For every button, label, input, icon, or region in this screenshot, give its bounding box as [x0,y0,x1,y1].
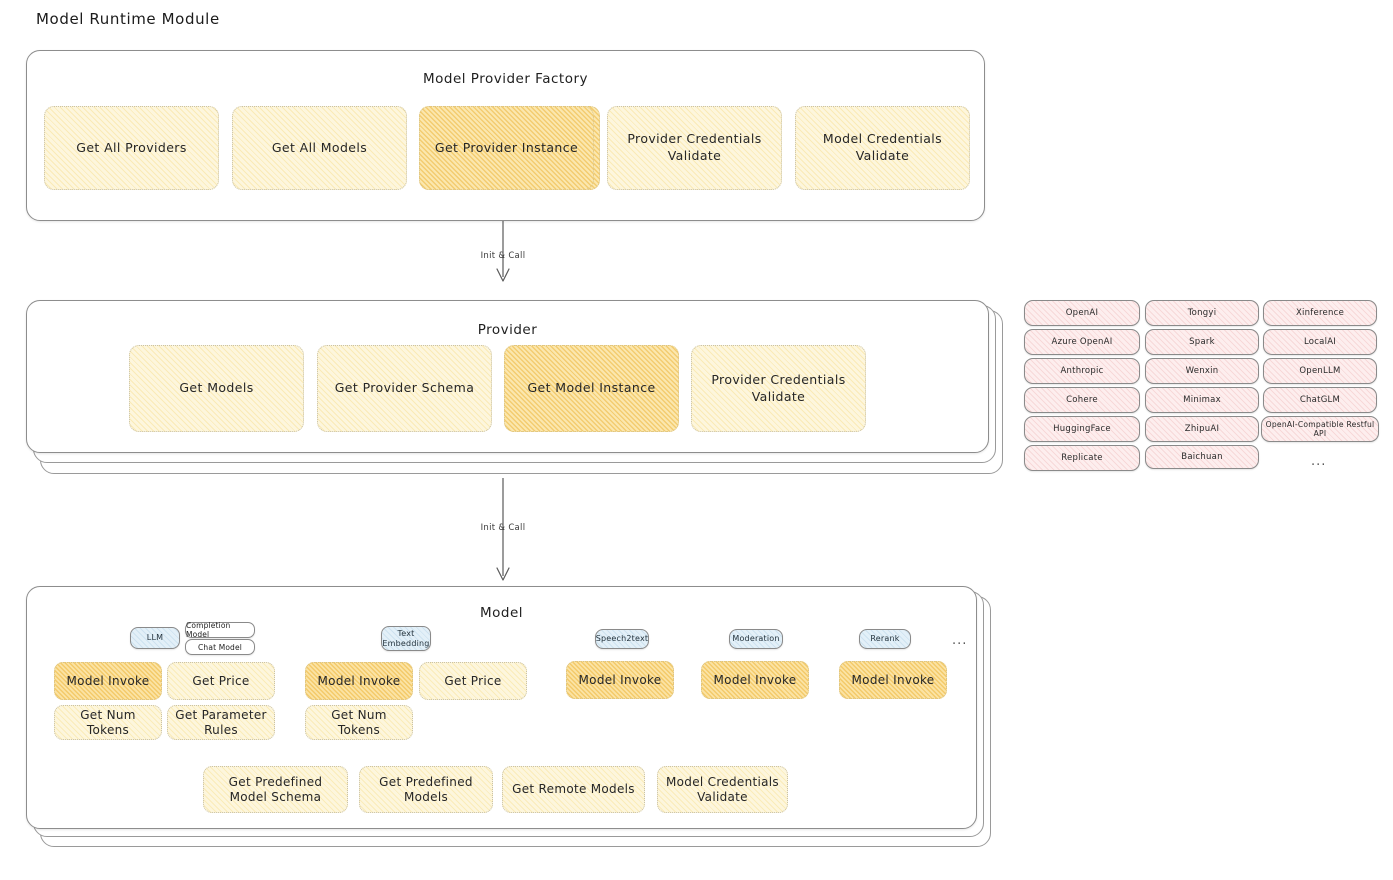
model-method-model-credentials-validate[interactable]: Model Credentials Validate [657,766,788,813]
method-get-models[interactable]: Get Models [129,345,304,432]
card-title-provider: Provider [477,322,538,338]
provider-chip-chatglm[interactable]: ChatGLM [1263,387,1377,413]
model-tag-rerank[interactable]: Rerank [859,629,911,649]
provider-chip-anthropic[interactable]: Anthropic [1024,358,1140,384]
model-method-get-predefined-model-schema[interactable]: Get Predefined Model Schema [203,766,348,813]
connector-arrow-1 [496,221,510,282]
provider-chip-wenxin[interactable]: Wenxin [1145,358,1259,384]
connector-label-1: Init & Call [480,251,526,261]
model-method-llm-get-parameter-rules[interactable]: Get Parameter Rules [167,705,275,740]
provider-chip-cohere[interactable]: Cohere [1024,387,1140,413]
method-model-credentials-validate[interactable]: Model Credentials Validate [795,106,970,190]
method-provider-credentials-validate[interactable]: Provider Credentials Validate [607,106,782,190]
provider-chip-openllm[interactable]: OpenLLM [1263,358,1377,384]
model-tag-llm[interactable]: LLM [130,627,180,649]
method-get-model-instance[interactable]: Get Model Instance [504,345,679,432]
provider-chip-baichuan[interactable]: Baichuan [1145,445,1259,469]
provider-chip-tongyi[interactable]: Tongyi [1145,300,1259,326]
model-method-get-predefined-models[interactable]: Get Predefined Models [359,766,493,813]
model-method-embedding-model-invoke[interactable]: Model Invoke [305,662,413,700]
provider-chip-replicate[interactable]: Replicate [1024,445,1140,471]
provider-chip-minimax[interactable]: Minimax [1145,387,1259,413]
card-title-model-provider-factory: Model Provider Factory [422,71,588,87]
provider-chip-localai[interactable]: LocalAI [1263,329,1377,355]
provider-chip-openai[interactable]: OpenAI [1024,300,1140,326]
method-get-provider-schema[interactable]: Get Provider Schema [317,345,492,432]
provider-chip-azure-openai[interactable]: Azure OpenAI [1024,329,1140,355]
model-method-llm-get-num-tokens[interactable]: Get Num Tokens [54,705,162,740]
method-provider-credentials-validate-2[interactable]: Provider Credentials Validate [691,345,866,432]
provider-chip-huggingface[interactable]: HuggingFace [1024,416,1140,442]
model-subtag-chat-model[interactable]: Chat Model [185,639,255,655]
model-subtag-completion-model[interactable]: Completion Model [185,621,255,639]
card-title-model: Model [479,605,524,621]
model-method-llm-get-price[interactable]: Get Price [167,662,275,700]
connector-label-2: Init & Call [480,523,526,533]
model-method-rerank-model-invoke[interactable]: Model Invoke [839,661,947,699]
model-tag-speech2text[interactable]: Speech2text [595,629,649,649]
method-get-provider-instance-box[interactable]: Get Provider Instance [419,106,594,190]
provider-chip-zhipuai[interactable]: ZhipuAI [1145,416,1259,442]
model-method-get-remote-models[interactable]: Get Remote Models [502,766,645,813]
provider-chip-openai-compatible[interactable]: OpenAI-Compatible Restful API [1261,416,1379,442]
provider-list-more: ... [1311,454,1327,469]
model-groups-more: ... [952,633,968,648]
method-get-all-providers[interactable]: Get All Providers [44,106,219,190]
provider-chip-xinference[interactable]: Xinference [1263,300,1377,326]
provider-chip-spark[interactable]: Spark [1145,329,1259,355]
model-tag-moderation[interactable]: Moderation [729,629,783,649]
model-method-llm-model-invoke[interactable]: Model Invoke [54,662,162,700]
model-method-speech2text-model-invoke[interactable]: Model Invoke [566,661,674,699]
model-method-moderation-model-invoke[interactable]: Model Invoke [701,661,809,699]
connector-arrow-2 [496,478,510,581]
method-get-all-models[interactable]: Get All Models [232,106,407,190]
model-method-embedding-get-num-tokens[interactable]: Get Num Tokens [305,705,413,740]
page-title: Model Runtime Module [36,10,220,28]
model-tag-text-embedding[interactable]: Text Embedding [381,626,431,651]
model-method-embedding-get-price[interactable]: Get Price [419,662,527,700]
